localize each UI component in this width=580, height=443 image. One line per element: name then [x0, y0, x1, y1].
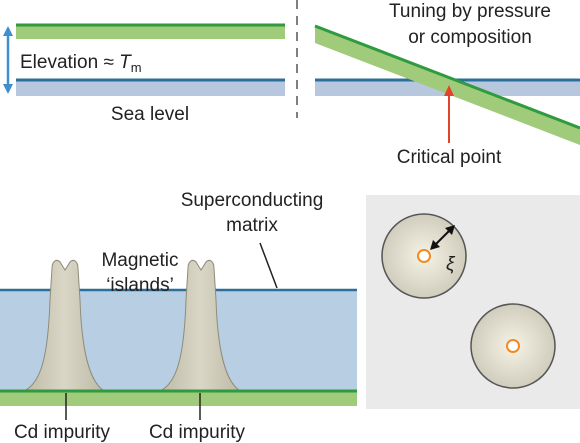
vortex-core-bottom — [506, 339, 520, 353]
critical-point-label: Critical point — [397, 147, 502, 168]
magnetic-island-right — [157, 259, 243, 393]
impurity-layer — [0, 391, 357, 406]
magnetic-label-line2: ‘islands’ — [106, 275, 174, 296]
impurity-label-right: Cd impurity — [149, 422, 246, 443]
elevation-double-arrow — [3, 26, 13, 94]
vortex-panel: ξ — [366, 195, 580, 409]
sea-level-bar — [16, 79, 285, 96]
superconducting-label-line2: matrix — [226, 215, 278, 236]
svg-text:Elevation ≈ Tm: Elevation ≈ Tm — [20, 52, 142, 75]
coherence-length-arrow — [430, 225, 455, 250]
elevation-label: Elevation ≈ — [20, 52, 119, 73]
elevation-bar — [16, 24, 285, 39]
tuning-label-line2: or composition — [408, 27, 532, 48]
tuning-panel: Tuning by pressure or composition Critic… — [314, 1, 580, 168]
elevation-subscript: m — [131, 60, 142, 75]
vortex-core-top — [417, 249, 431, 263]
tuning-label-line1: Tuning by pressure — [389, 1, 551, 22]
magnetic-island-left — [21, 259, 107, 393]
critical-point-arrow — [444, 85, 454, 143]
elevation-panel: Elevation ≈ Tm Sea level — [3, 23, 285, 125]
tilted-elevation-bar — [315, 25, 580, 145]
coherence-length-symbol: ξ — [446, 254, 456, 275]
magnetic-label-line1: Magnetic — [101, 250, 178, 271]
tilted-elevation-bar-edge — [314, 24, 580, 130]
impurity-label-left: Cd impurity — [14, 422, 111, 443]
superconducting-label-line1: Superconducting — [181, 190, 324, 211]
sea-level-label: Sea level — [111, 104, 189, 125]
island-panel: Cd impurity Cd impurity Magnetic ‘island… — [0, 190, 357, 443]
matrix-leader — [259, 242, 278, 289]
elevation-variable: T — [119, 52, 132, 73]
